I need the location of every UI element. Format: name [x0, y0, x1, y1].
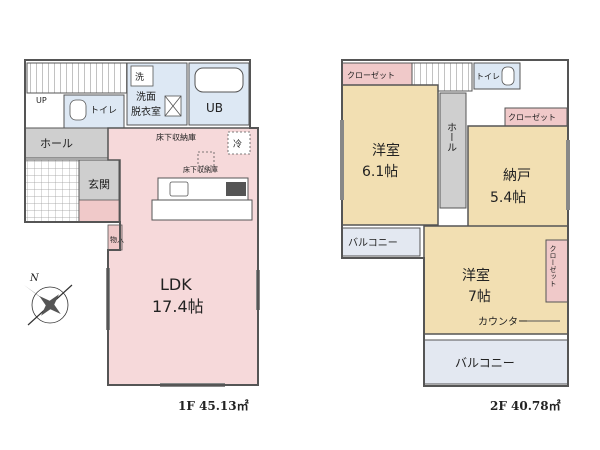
floor2-caption: 2F 40.78㎡ [490, 398, 561, 413]
floor-2: クローゼット DN トイレ クローゼット 洋室 6.1帖 ホール 納戸 5.4帖… [340, 59, 570, 413]
western-room-a-label: 洋室 [372, 142, 400, 159]
fridge-space [227, 131, 251, 155]
bathtub-icon [194, 67, 244, 93]
outer-wall-1f [24, 59, 259, 386]
shoe-storage [78, 199, 120, 223]
stove-icon [226, 182, 246, 196]
underfloor-hatch [197, 151, 215, 167]
underfloor-storage-label-2: 床下収納庫 [183, 165, 218, 174]
toilet-2f-label: トイレ [476, 72, 500, 81]
compass-star-icon [39, 294, 61, 316]
unit-bath-label: UB [206, 101, 223, 115]
counter-label: カウンター [478, 316, 528, 328]
floor-1: UP トイレ ホール 玄関 洗 洗面 脱衣室 UB 冷 床下収納庫 [24, 59, 260, 413]
closet-right-label: クローゼット [508, 112, 556, 122]
washer-label: 洗 [135, 71, 144, 83]
closet-vertical-label: クローゼット [549, 245, 557, 287]
western-room-b-label: 洋室 [462, 267, 490, 284]
compass-ring [31, 286, 69, 324]
western-room-a [341, 84, 439, 226]
kitchen-island [151, 199, 253, 221]
balcony-small-label: バルコニー [348, 237, 398, 249]
outer-wall-2f [341, 59, 569, 387]
compass: N [24, 273, 76, 326]
underfloor-storage-label-1: 床下収納庫 [156, 132, 196, 142]
toilet-2f-bowl-icon [501, 66, 515, 86]
entrance-tile [24, 159, 80, 223]
toilet-bowl-icon [69, 99, 87, 121]
compass-north-label: N [29, 273, 40, 284]
washroom-label-line2: 脱衣室 [131, 105, 161, 118]
western-room-b-size: 7帖 [468, 289, 491, 305]
stairs-1f [26, 62, 128, 94]
sink-cross-icon [164, 95, 182, 117]
hall-1f-label: ホール [40, 137, 73, 150]
western-room-a-size: 6.1帖 [362, 164, 398, 180]
entrance-label: 玄関 [88, 177, 110, 191]
western-room-b [423, 225, 569, 335]
ldk-label: LDK [160, 275, 192, 294]
floor1-caption: 1F 45.13㎡ [178, 398, 249, 413]
fridge-label: 冷 [233, 138, 242, 150]
storeroom-size: 5.4帖 [490, 190, 526, 206]
balcony-large [423, 339, 569, 385]
hall-2f [439, 92, 467, 209]
stairs-up-label: UP [36, 96, 47, 105]
balcony-large-label: バルコニー [455, 356, 515, 370]
washer-icon [130, 65, 154, 87]
balcony-small [341, 227, 421, 257]
storeroom-label: 納戸 [503, 168, 531, 184]
hall-2f-label: ホール [445, 122, 457, 152]
kitchen-sink-icon [169, 181, 189, 197]
washroom-label-line1: 洗面 [136, 91, 156, 103]
closet-left-label: クローゼット [347, 70, 395, 80]
storage-label: 物入 [110, 235, 124, 244]
toilet-1f-label: トイレ [90, 106, 117, 116]
ldk-size-label: 17.4帖 [152, 297, 204, 316]
